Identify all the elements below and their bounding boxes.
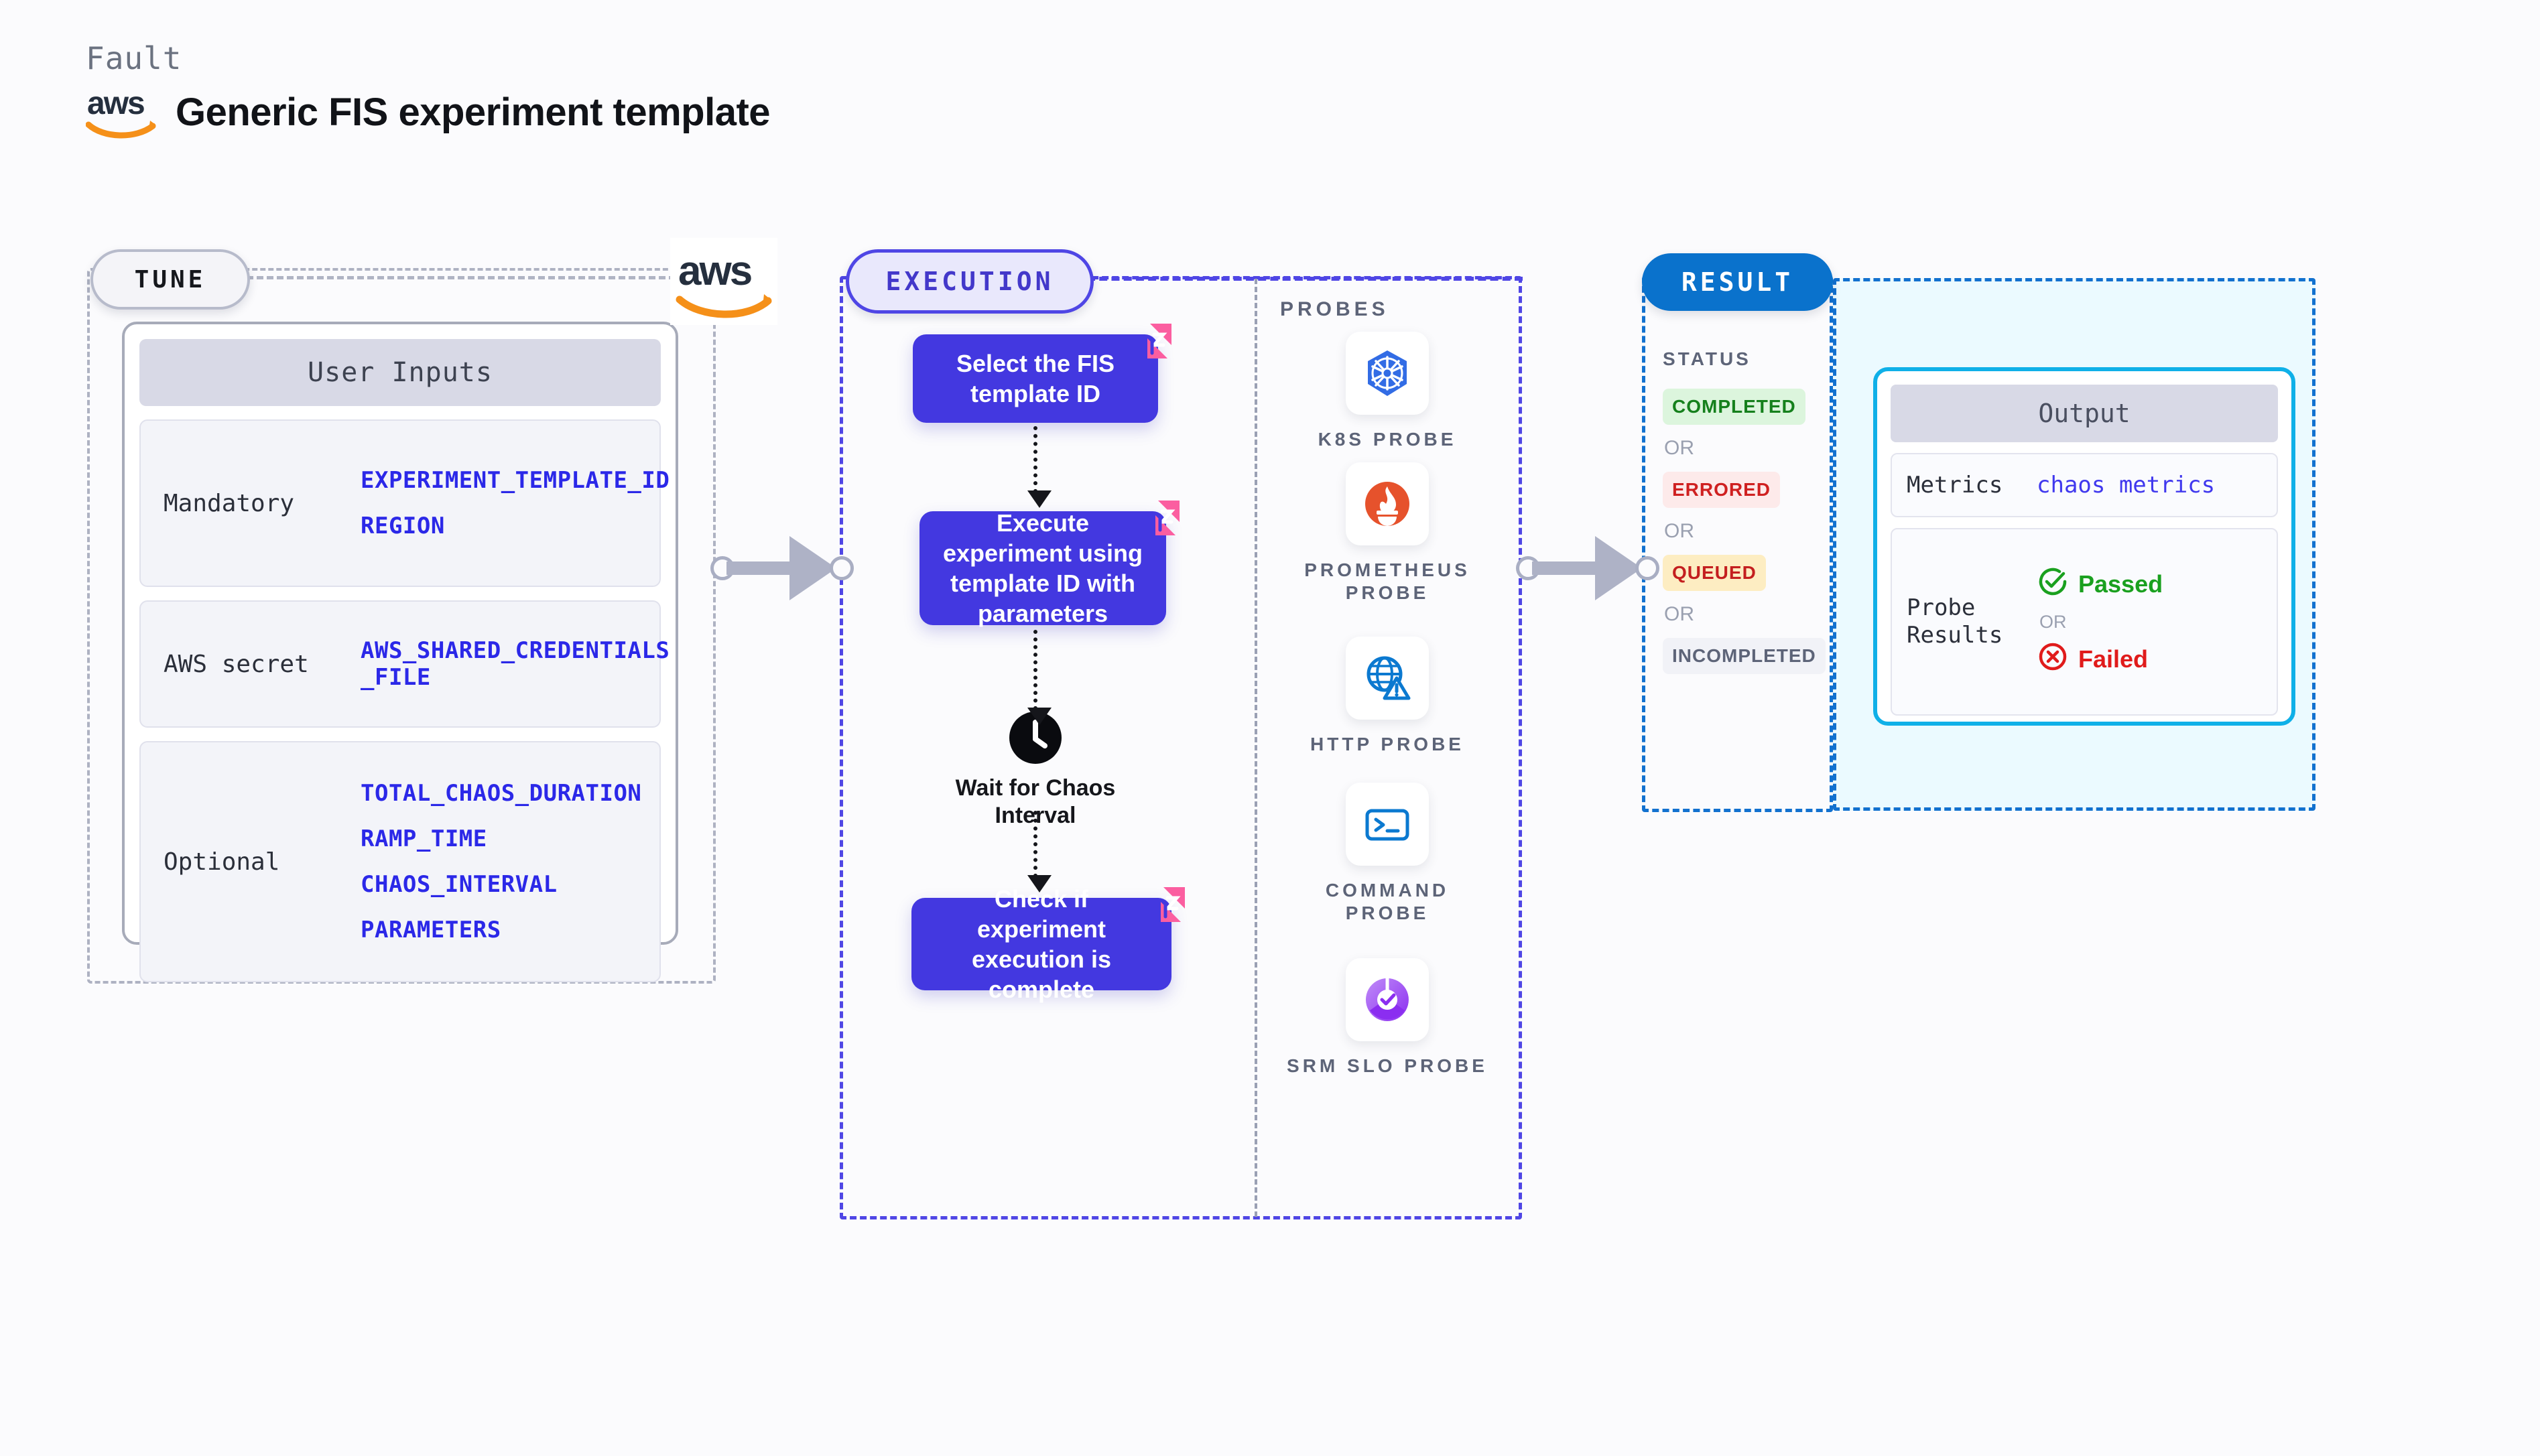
execution-dashed-connector bbox=[1087, 277, 1523, 281]
probe-results-values: Passed OR Failed bbox=[2037, 566, 2163, 679]
probe-item-prometheus[interactable]: PROMETHEUS PROBE bbox=[1287, 462, 1488, 604]
execution-panel bbox=[840, 276, 1522, 1219]
or-separator: OR bbox=[2039, 611, 2067, 632]
svg-text:aws: aws bbox=[87, 86, 144, 121]
connector-arrowhead bbox=[1595, 536, 1642, 600]
probe-result-passed: Passed bbox=[2037, 566, 2163, 604]
input-group-values: AWS_SHARED_CREDENTIALS _FILE bbox=[361, 637, 670, 691]
flow-arrow-3 bbox=[1027, 811, 1052, 892]
or-separator: OR bbox=[1664, 437, 1694, 459]
connector-tune-to-execution bbox=[710, 536, 854, 600]
probe-label: K8S PROBE bbox=[1318, 429, 1457, 450]
user-inputs-card: User Inputs Mandatory EXPERIMENT_TEMPLAT… bbox=[122, 322, 678, 982]
input-group-aws-secret: AWS secret AWS_SHARED_CREDENTIALS _FILE bbox=[139, 600, 670, 728]
page-title: Generic FIS experiment template bbox=[176, 90, 771, 134]
svg-text:aws: aws bbox=[678, 248, 751, 294]
user-inputs-title: User Inputs bbox=[139, 339, 661, 406]
input-group-label: Optional bbox=[164, 848, 280, 876]
probe-result-failed-label: Failed bbox=[2078, 645, 2149, 673]
result-pill-label: RESULT bbox=[1681, 267, 1794, 297]
output-probe-results-label: Probe Results bbox=[1907, 594, 2003, 649]
probe-result-passed-label: Passed bbox=[2078, 570, 2163, 598]
input-group-label: Mandatory bbox=[164, 489, 295, 517]
output-metrics-row: Metrics chaos metrics bbox=[1891, 453, 2278, 517]
probe-result-failed: Failed bbox=[2037, 641, 2163, 679]
title-row: aws Generic FIS experiment template bbox=[85, 83, 771, 141]
flow-arrow-1 bbox=[1027, 426, 1052, 508]
status-badge-completed: COMPLETED bbox=[1663, 389, 1805, 425]
param-parameters: PARAMETERS bbox=[361, 917, 501, 944]
aws-logo-icon: aws bbox=[85, 83, 161, 141]
execution-step-select-template[interactable]: Select the FIS template ID bbox=[913, 324, 1171, 423]
param-experiment-template-id: EXPERIMENT_TEMPLATE_ID bbox=[361, 466, 670, 494]
execution-step-check-complete[interactable]: Check if experiment execution is complet… bbox=[911, 885, 1185, 1003]
input-group-values: TOTAL_CHAOS_DURATION RAMP_TIME CHAOS_INT… bbox=[361, 780, 641, 943]
input-group-optional: Optional TOTAL_CHAOS_DURATION RAMP_TIME … bbox=[139, 741, 661, 982]
connector-end-dot bbox=[1635, 556, 1659, 580]
wait-label: Wait for Chaos Interval bbox=[955, 775, 1116, 829]
harness-pink-badge-icon bbox=[1135, 495, 1185, 545]
param-chaos-interval: CHAOS_INTERVAL bbox=[361, 871, 558, 898]
output-metrics-value[interactable]: chaos metrics bbox=[2037, 472, 2216, 499]
probe-item-srm-slo[interactable]: SRM SLO PROBE bbox=[1287, 958, 1488, 1077]
execution-step-label: Execute experiment using template ID wit… bbox=[942, 509, 1143, 627]
execution-pill-label: EXECUTION bbox=[885, 267, 1054, 296]
connector-end-dot bbox=[830, 556, 854, 580]
or-separator: OR bbox=[1664, 520, 1694, 542]
result-status-panel bbox=[1642, 276, 1833, 812]
probe-item-command[interactable]: COMMAND PROBE bbox=[1287, 783, 1488, 925]
harness-pink-badge-icon bbox=[1141, 882, 1190, 931]
result-pill[interactable]: RESULT bbox=[1642, 253, 1833, 311]
http-globe-warning-icon bbox=[1346, 637, 1429, 720]
status-title: STATUS bbox=[1663, 348, 1751, 369]
input-group-label: AWS secret bbox=[164, 650, 309, 678]
status-badge-queued: QUEUED bbox=[1663, 555, 1766, 591]
probes-divider bbox=[1255, 279, 1257, 1217]
status-badge-errored: ERRORED bbox=[1663, 472, 1781, 508]
output-title: Output bbox=[1891, 385, 2278, 442]
param-ramp-time: RAMP_TIME bbox=[361, 825, 487, 852]
status-badge-incompleted: INCOMPLETED bbox=[1663, 638, 1826, 674]
tune-dashed-connector bbox=[247, 276, 716, 279]
connector-execution-to-result bbox=[1516, 536, 1659, 600]
probes-title: PROBES bbox=[1280, 298, 1389, 320]
execution-step-label: Select the FIS template ID bbox=[956, 350, 1115, 407]
srm-slo-donut-icon bbox=[1346, 958, 1429, 1041]
output-metrics-label: Metrics bbox=[1907, 471, 2003, 499]
param-aws-shared-credentials-file: AWS_SHARED_CREDENTIALS _FILE bbox=[361, 637, 670, 691]
eyebrow-label: Fault bbox=[86, 40, 182, 76]
status-list: COMPLETED OR ERRORED OR QUEUED OR INCOMP… bbox=[1663, 389, 1826, 674]
kubernetes-icon bbox=[1346, 332, 1429, 415]
flow-arrow-2 bbox=[1027, 630, 1052, 725]
connector-arrowhead bbox=[789, 536, 836, 600]
probe-item-k8s[interactable]: K8S PROBE bbox=[1287, 332, 1488, 451]
input-group-mandatory: Mandatory EXPERIMENT_TEMPLATE_ID REGION bbox=[139, 419, 670, 587]
probe-label: SRM SLO PROBE bbox=[1287, 1055, 1488, 1076]
input-group-values: EXPERIMENT_TEMPLATE_ID REGION bbox=[361, 467, 670, 539]
execution-step-execute-experiment[interactable]: Execute experiment using template ID wit… bbox=[919, 501, 1180, 627]
or-separator: OR bbox=[1664, 603, 1694, 625]
aws-logo-icon: aws bbox=[670, 238, 777, 325]
terminal-icon bbox=[1346, 783, 1429, 866]
check-circle-icon bbox=[2037, 566, 2069, 604]
probe-label: COMMAND PROBE bbox=[1325, 880, 1450, 924]
x-circle-icon bbox=[2037, 641, 2069, 679]
harness-pink-badge-icon bbox=[1127, 318, 1177, 368]
output-probe-results-row: Probe Results Passed OR bbox=[1891, 528, 2278, 716]
page-header: Fault aws Generic FIS experiment templat… bbox=[85, 40, 771, 141]
output-card: Output Metrics chaos metrics Probe Resul… bbox=[1873, 367, 2295, 726]
prometheus-icon bbox=[1346, 462, 1429, 545]
execution-pill[interactable]: EXECUTION bbox=[846, 249, 1094, 314]
probe-item-http[interactable]: HTTP PROBE bbox=[1287, 637, 1488, 756]
param-region: REGION bbox=[361, 513, 445, 539]
tune-pill-label: TUNE bbox=[134, 265, 206, 293]
tune-pill[interactable]: TUNE bbox=[90, 249, 250, 310]
param-total-chaos-duration: TOTAL_CHAOS_DURATION bbox=[361, 779, 642, 807]
probe-label: HTTP PROBE bbox=[1310, 734, 1464, 754]
execution-step-label: Check if experiment execution is complet… bbox=[971, 885, 1112, 1003]
probe-label: PROMETHEUS PROBE bbox=[1304, 559, 1470, 604]
